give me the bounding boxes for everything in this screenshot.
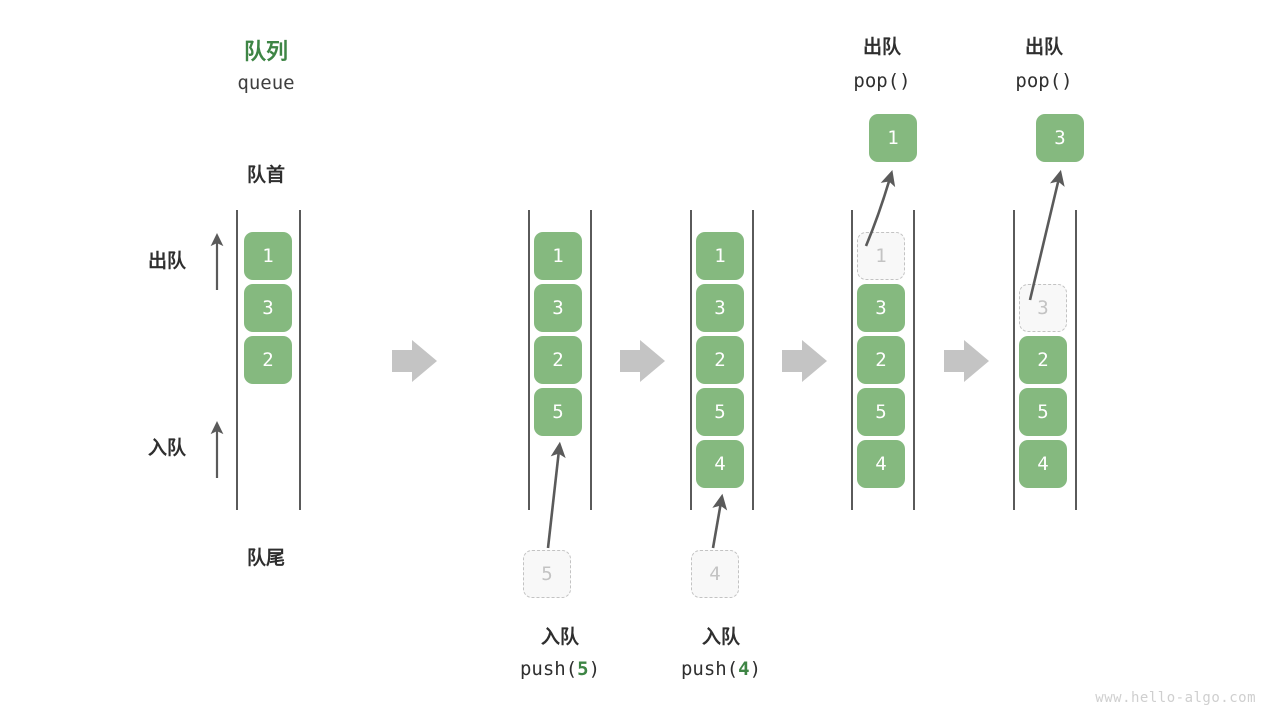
queue-cell: 5 (534, 388, 582, 436)
push2-code-value: 4 (738, 658, 750, 680)
queue-cell: 5 (696, 388, 744, 436)
queue-cell: 1 (696, 232, 744, 280)
rail-right-col4 (913, 210, 915, 510)
queue-cell: 4 (857, 440, 905, 488)
push1-code-value: 5 (577, 658, 589, 680)
queue-cell: 5 (1019, 388, 1067, 436)
queue-cell: 5 (857, 388, 905, 436)
push1-code-prefix: push( (519, 658, 578, 680)
rail-left-col2 (528, 210, 530, 510)
queue-cell: 3 (534, 284, 582, 332)
push2-code-prefix: push( (680, 658, 739, 680)
flow-arrow-1 (392, 340, 437, 382)
flow-arrow-3 (782, 340, 827, 382)
push1-code-suffix: ) (588, 658, 601, 680)
pop1-title-code: pop() (853, 70, 911, 92)
pop1-title-cn: 出队 (862, 36, 901, 58)
popped-cell: 1 (869, 114, 917, 162)
flow-arrow-4 (944, 340, 989, 382)
popped-cell: 3 (1036, 114, 1084, 162)
pop-3-arrow (1028, 169, 1065, 301)
queue-cell: 3 (696, 284, 744, 332)
flow-arrow-2 (620, 340, 665, 382)
front-label: 队首 (246, 164, 285, 186)
queue-cell: 2 (1019, 336, 1067, 384)
queue-cell: 2 (534, 336, 582, 384)
pop2-title-code: pop() (1015, 70, 1073, 92)
watermark: www.hello-algo.com (1095, 690, 1256, 706)
push-4-arrow (711, 493, 728, 549)
rail-left-col3 (690, 210, 692, 510)
queue-cell: 4 (1019, 440, 1067, 488)
rail-right-col5 (1075, 210, 1077, 510)
push2-code-suffix: ) (749, 658, 762, 680)
queue-cell: 4 (696, 440, 744, 488)
push1-caption-cn: 入队 (540, 626, 579, 648)
queue-cell: 1 (534, 232, 582, 280)
push2-caption-code: push(4) (659, 658, 783, 680)
pop2-title-cn: 出队 (1024, 36, 1063, 58)
incoming-ghost-cell: 4 (691, 550, 739, 598)
rail-left-col1 (236, 210, 238, 510)
queue-cell: 3 (244, 284, 292, 332)
queue-cell: 1 (244, 232, 292, 280)
queue-cell-ghost: 3 (1019, 284, 1067, 332)
diagram-title-cn: 队列 (243, 40, 288, 65)
queue-cell: 2 (696, 336, 744, 384)
diagram-title-en: queue (237, 72, 295, 94)
push1-caption-code: push(5) (498, 658, 622, 680)
rail-left-col5 (1013, 210, 1015, 510)
queue-cell-ghost: 1 (857, 232, 905, 280)
rail-left-col4 (851, 210, 853, 510)
dequeue-direction-label: 出队 (148, 250, 187, 272)
push-5-arrow (546, 441, 566, 549)
push2-caption-cn: 入队 (701, 626, 740, 648)
rail-right-col2 (590, 210, 592, 510)
rear-label: 队尾 (246, 547, 285, 569)
queue-cell: 2 (857, 336, 905, 384)
enqueue-direction-label: 入队 (148, 437, 187, 459)
queue-cell: 3 (857, 284, 905, 332)
rail-right-col3 (752, 210, 754, 510)
rail-right-col1 (299, 210, 301, 510)
incoming-ghost-cell: 5 (523, 550, 571, 598)
queue-cell: 2 (244, 336, 292, 384)
